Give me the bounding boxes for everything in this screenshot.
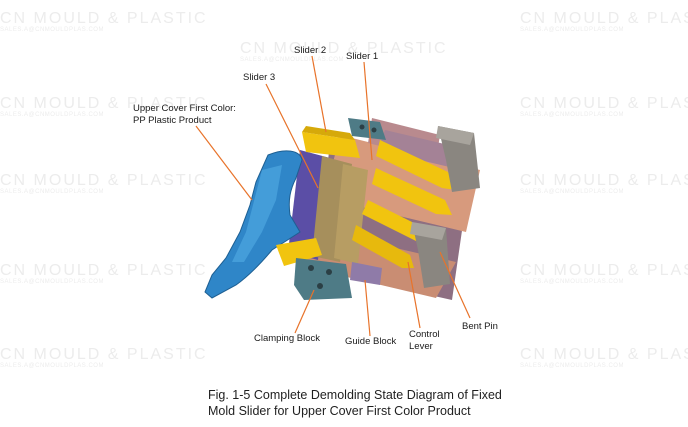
slider-lower-left [276, 238, 322, 266]
figure-caption-line-1: Fig. 1-5 Complete Demolding State Diagra… [208, 388, 502, 402]
label-guide-block: Guide Block [345, 336, 397, 347]
screw-hole [359, 124, 365, 130]
label-slider-1: Slider 1 [346, 51, 379, 62]
leader-control-lever [407, 261, 421, 329]
label-control-lever-line-2: Lever [409, 341, 433, 352]
slider-lower-arm [352, 225, 414, 268]
label-slider-3: Slider 3 [243, 72, 276, 83]
leader-upper-cover [195, 125, 253, 201]
screw-hole [326, 269, 332, 275]
screw-hole [317, 283, 323, 289]
leader-slider-1 [363, 61, 373, 161]
top-teal-block [348, 118, 386, 140]
slider-1-arm-mid [372, 168, 452, 215]
leader-bent-pin [439, 251, 471, 319]
label-slider-2: Slider 2 [294, 45, 327, 56]
leader-slider-2 [311, 55, 327, 133]
label-upper-cover-line-1: Upper Cover First Color: [133, 103, 236, 114]
leader-guide-block [364, 279, 371, 337]
label-control-lever-line-1: Control [409, 329, 440, 340]
guide-block-shape [350, 262, 382, 285]
bent-pin-upper-face [436, 126, 474, 145]
leader-clamping-block [294, 289, 315, 334]
screw-hole [308, 265, 314, 271]
label-upper-cover: Upper Cover First Color: PP Plastic Prod… [133, 103, 236, 127]
label-upper-cover-line-2: PP Plastic Product [133, 115, 212, 126]
slider-2-block [302, 132, 360, 158]
label-clamping-block: Clamping Block [254, 333, 320, 344]
slider-1-arm-top [376, 140, 456, 190]
label-bent-pin: Bent Pin [462, 321, 498, 332]
screw-hole [371, 127, 377, 133]
figure-caption-line-2: Mold Slider for Upper Cover First Color … [208, 404, 471, 418]
upper-cover-rib [232, 165, 282, 262]
clamping-block-shape [294, 258, 352, 300]
leader-slider-3 [265, 83, 319, 189]
leader-lines [195, 55, 471, 337]
label-control-lever: Control Lever [409, 329, 440, 353]
slider-2-top [302, 126, 355, 140]
bent-pin-lower-face [410, 222, 446, 240]
figure-caption: Fig. 1-5 Complete Demolding State Diagra… [208, 387, 502, 419]
